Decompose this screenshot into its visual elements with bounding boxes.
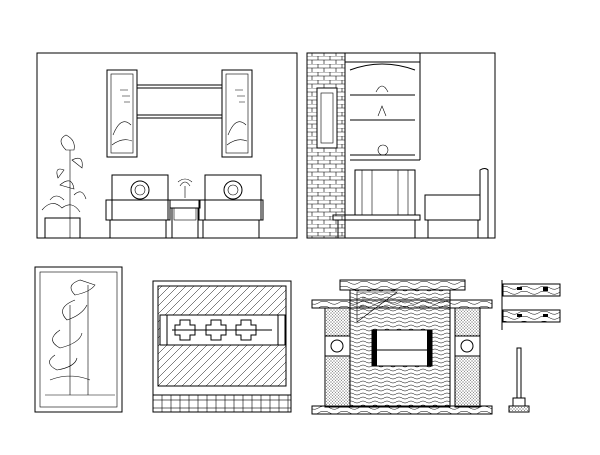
armchair-right — [198, 174, 264, 238]
display-shelf-elevation — [306, 52, 496, 239]
feature-wall-elevation — [311, 279, 493, 415]
side-table — [169, 178, 201, 238]
carved-screen-panel — [34, 266, 123, 413]
living-room-elevation — [36, 52, 298, 239]
lattice-window-elevation — [152, 280, 292, 413]
section-details — [501, 280, 561, 413]
armchair-left — [105, 174, 171, 238]
